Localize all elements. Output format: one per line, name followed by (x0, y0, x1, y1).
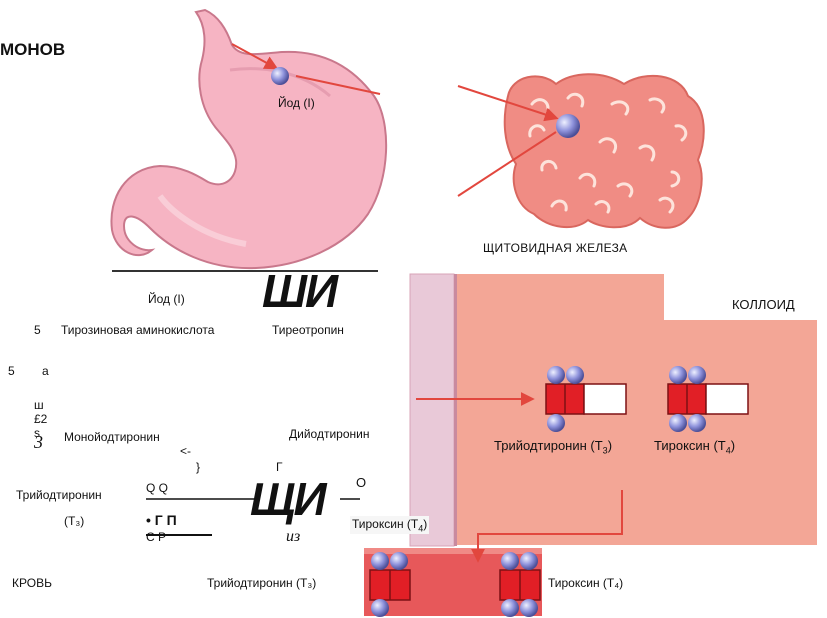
tyrosine-label: Тирозиновая аминокислота (61, 323, 214, 337)
tri-left-label: Трийодтиронин (16, 488, 102, 502)
thyroxine-mid-close: ) (423, 517, 427, 531)
monoiodo-label: Монойодтиронин (64, 430, 160, 444)
diiodo-label: Дийодтиронин (289, 427, 369, 441)
blood-t4-label: Тироксин (Т₄) (548, 576, 623, 590)
glyph-top: ШИ (262, 264, 336, 318)
thyroid-label: ЩИТОВИДНАЯ ЖЕЛЕЗА (483, 241, 627, 255)
letter-sh: ш (34, 398, 44, 412)
iodine-label-left: Йод (I) (148, 292, 185, 306)
t3-left-label: (Т₃) (64, 514, 84, 528)
thyroxine-mid-text: Тироксин (Т (352, 517, 418, 531)
title-fragment: МОНОВ (0, 40, 65, 60)
stomach-organ (111, 10, 386, 268)
digit-3: 3 (34, 432, 43, 453)
cell-t4-close: ) (731, 438, 735, 453)
cr-mark: С Р (146, 530, 166, 544)
cell-t3-close: ) (608, 438, 612, 453)
iodine-molecule-thyroid (556, 114, 580, 138)
letter-o: О (356, 475, 366, 490)
cell-t3-text: Трийодтиронин (Т (494, 438, 603, 453)
iz-mark: из (286, 528, 300, 546)
tyrosine-num: 5 (34, 323, 41, 337)
colloid-label: КОЛЛОИД (732, 297, 795, 312)
thyrotropin-label: Тиреотропин (272, 323, 344, 337)
num-5: 5 (8, 364, 15, 378)
blood-t3-label: Трийодтиронин (Т₃) (207, 576, 316, 590)
lt-mark: <- (180, 444, 191, 458)
iodine-molecule-stomach (271, 67, 289, 85)
stomach-iodine-label: Йод (I) (278, 96, 315, 110)
cell-t4-label: Тироксин (Т4) (654, 438, 735, 456)
qq-mark: Q Q (146, 481, 168, 495)
glyph-mid: ЩИ (250, 472, 325, 526)
blood-label: КРОВЬ (12, 576, 52, 590)
thyroid-organ (505, 74, 704, 228)
thyroxine-mid-label: Тироксин (Т4) (350, 516, 429, 534)
bullet-gp: • Г П (146, 512, 177, 528)
cell-t3-label: Трийодтиронин (Т3) (494, 438, 612, 456)
brace-mark: } (196, 460, 200, 474)
cell-t4-text: Тироксин (Т (654, 438, 726, 453)
code-f2: £2 (34, 412, 47, 426)
letter-a: а (42, 364, 49, 378)
